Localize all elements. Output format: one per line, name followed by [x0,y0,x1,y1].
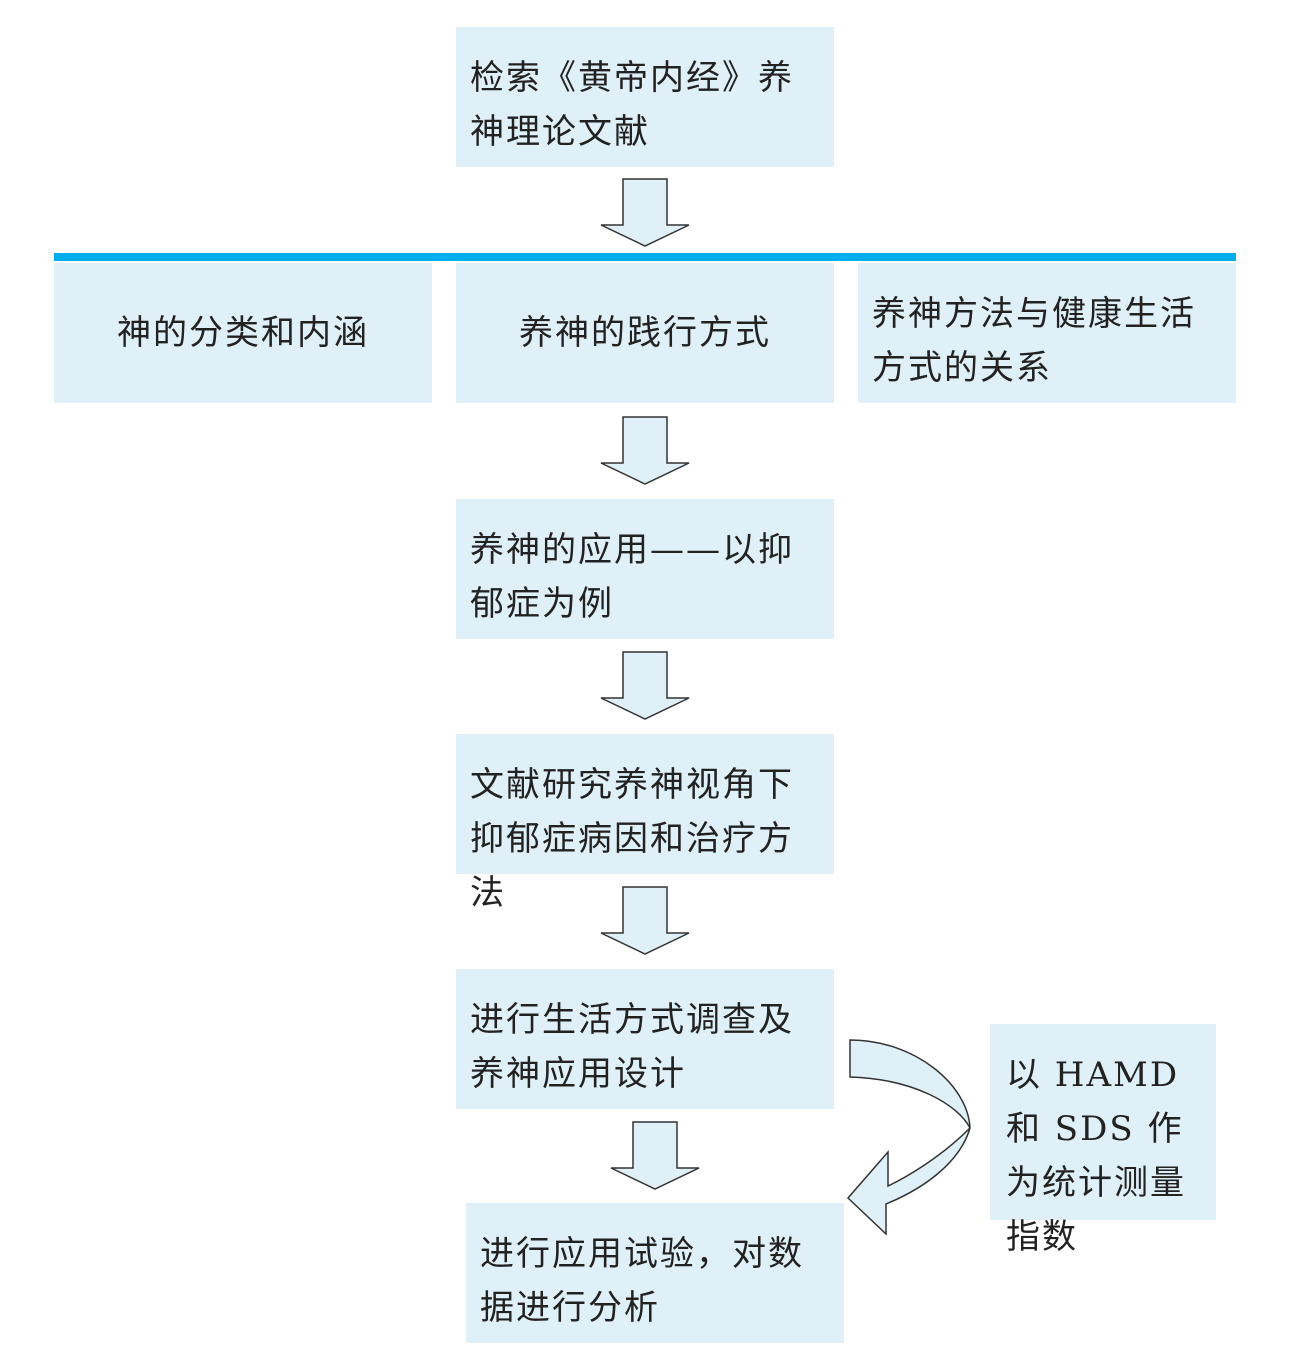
curved-feedback-arrow [846,1039,971,1236]
box-literature-study: 文献研究养神视角下抑郁症病因和治疗方法 [456,734,834,913]
box-shen-classification-text: 神的分类和内涵 [117,313,369,353]
box-application-trial: 进行应用试验，对数据进行分析 [466,1203,844,1343]
box-lifestyle-relationship-text: 养神方法与健康生活方式的关系 [872,294,1196,388]
down-arrow-2 [600,416,690,485]
down-arrow-5 [610,1121,700,1190]
box-retrieve-literature: 检索《黄帝内经》养神理论文献 [456,27,834,167]
branch-divider-line [54,253,1236,261]
box-application-depression-text: 养神的应用——以抑郁症为例 [470,530,794,624]
down-arrow-3 [600,651,690,720]
box-measurement-indicators: 以 HAMD 和 SDS 作为统计测量指数 [990,1024,1216,1257]
box-practice-methods: 养神的践行方式 [456,263,834,403]
box-shen-classification: 神的分类和内涵 [54,263,432,403]
box-lifestyle-relationship: 养神方法与健康生活方式的关系 [858,263,1236,403]
box-practice-methods-text: 养神的践行方式 [519,313,771,353]
box-retrieve-literature-text: 检索《黄帝内经》养神理论文献 [470,58,794,152]
box-lifestyle-survey-text: 进行生活方式调查及养神应用设计 [470,1000,794,1094]
down-arrow-4 [600,886,690,955]
box-literature-study-text: 文献研究养神视角下抑郁症病因和治疗方法 [470,765,794,913]
box-application-depression: 养神的应用——以抑郁症为例 [456,499,834,639]
down-arrow-1 [600,178,690,247]
box-application-trial-text: 进行应用试验，对数据进行分析 [480,1234,804,1328]
box-measurement-indicators-text: 以 HAMD 和 SDS 作为统计测量指数 [1006,1055,1186,1257]
box-lifestyle-survey: 进行生活方式调查及养神应用设计 [456,969,834,1109]
